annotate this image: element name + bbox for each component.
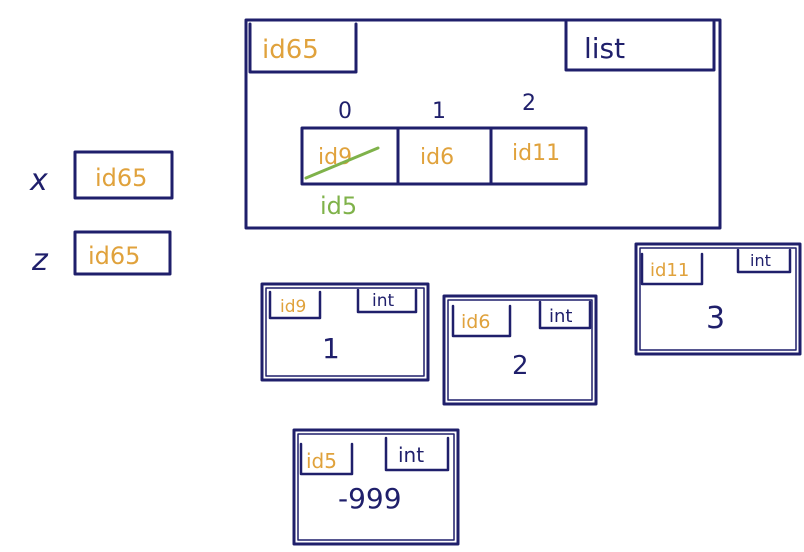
int-object-id6: id6 int 2 — [442, 294, 598, 406]
int-object-id6-type-tab — [538, 300, 592, 330]
int-object-id5-frame — [292, 428, 460, 546]
int-object-id9-inner — [265, 287, 425, 377]
variable-x-name: x — [29, 163, 48, 198]
int-object-id9-id-tab — [268, 290, 322, 320]
list-index-0: 0 — [338, 99, 352, 124]
int-object-id9-value: 1 — [322, 332, 340, 365]
variable-z-value: id65 — [88, 242, 140, 270]
variable-z-name: z — [31, 243, 49, 278]
variable-x: x id65 — [29, 150, 174, 200]
list-slot-0-strikethrough — [304, 146, 380, 180]
int-object-id11-type-tab — [736, 248, 792, 274]
int-object-id11-frame — [634, 242, 802, 356]
int-object-id6-frame — [442, 294, 598, 406]
int-object-id5-value: -999 — [338, 482, 402, 515]
int-object-id9-type-tab — [356, 288, 418, 314]
int-object-id9: id9 int 1 — [260, 282, 430, 382]
int-object-id11-type: int — [750, 251, 771, 270]
int-object-id5-type: int — [398, 443, 424, 467]
int-object-id9-type: int — [372, 291, 394, 311]
int-object-id11-id: id11 — [650, 260, 689, 281]
int-object-id6-id-tab — [451, 304, 512, 338]
list-object: id65 list 0 1 2 id9 id5 id6 id11 — [244, 18, 722, 230]
list-type-tab — [564, 20, 716, 72]
list-object-frame — [244, 18, 722, 230]
int-object-id5-type-tab — [384, 436, 450, 472]
variable-x-box — [73, 150, 174, 200]
list-slot-2-value: id11 — [512, 141, 560, 166]
int-object-id11-value: 3 — [706, 301, 725, 336]
list-index-2: 2 — [522, 91, 536, 116]
int-object-id11: id11 int 3 — [634, 242, 802, 356]
list-index-1: 1 — [432, 99, 446, 124]
list-type: list — [584, 32, 625, 65]
int-object-id11-id-tab — [640, 252, 704, 286]
list-slot-0-replacement: id5 — [320, 192, 357, 220]
list-id: id65 — [262, 35, 319, 65]
int-object-id5-id: id5 — [306, 449, 337, 473]
int-object-id5-id-tab — [299, 442, 354, 476]
int-object-id6-inner — [447, 299, 593, 401]
int-object-id5: id5 int -999 — [292, 428, 460, 546]
int-object-id6-value: 2 — [512, 351, 529, 381]
list-id-tab — [248, 22, 358, 74]
int-object-id5-inner — [297, 433, 455, 541]
int-object-id9-id: id9 — [280, 297, 306, 317]
int-object-id6-type: int — [549, 306, 572, 327]
variable-x-value: id65 — [95, 164, 147, 192]
list-slots-frame — [300, 126, 588, 186]
list-slot-1-value: id6 — [420, 145, 454, 170]
int-object-id6-id: id6 — [461, 311, 490, 333]
variable-z: z id65 — [31, 230, 172, 278]
variable-z-box — [73, 230, 172, 276]
int-object-id11-inner — [639, 247, 797, 351]
int-object-id9-frame — [260, 282, 430, 382]
